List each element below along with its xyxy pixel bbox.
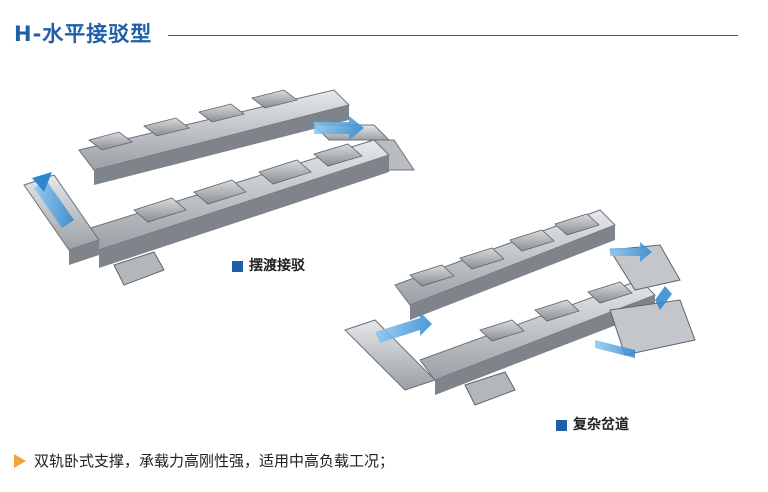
complex-branch-illustration bbox=[344, 209, 696, 406]
orange-triangle-bullet-icon bbox=[14, 454, 26, 468]
complex-branch-label: 复杂岔道 bbox=[573, 417, 629, 433]
page-title: H-水平接驳型 bbox=[14, 22, 153, 46]
swing-docking-caption: 摆渡接驳 bbox=[232, 257, 305, 275]
caption-square-icon bbox=[556, 419, 567, 431]
feature-text: 双轨卧式支撑，承载力高刚性强，适用中高负载工况； bbox=[34, 452, 395, 470]
title-divider bbox=[168, 35, 738, 36]
feature-bullet: 双轨卧式支撑，承载力高刚性强，适用中高负载工况； bbox=[14, 451, 394, 471]
caption-square-icon bbox=[232, 260, 243, 272]
complex-branch-caption: 复杂岔道 bbox=[556, 416, 629, 434]
swing-docking-label: 摆渡接驳 bbox=[249, 258, 305, 274]
swing-docking-illustration bbox=[23, 89, 415, 286]
